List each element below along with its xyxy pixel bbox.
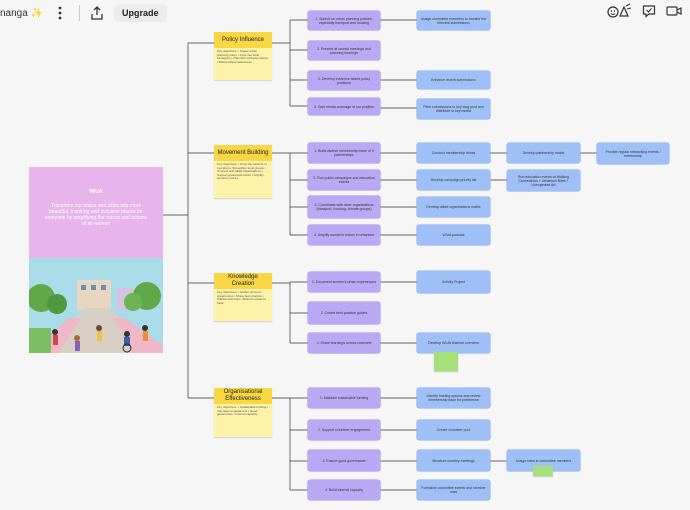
vision-description: Transform our towns and cities into more… (45, 203, 148, 227)
action-item[interactable]: 3. Share learnings across channels (308, 333, 380, 353)
action-item[interactable]: 2. Present at council meetings and plann… (308, 41, 380, 60)
pillar-title: Policy Influence (214, 32, 272, 48)
street-illustration (29, 258, 163, 353)
more-options-icon[interactable] (49, 2, 71, 24)
comment-icon[interactable] (642, 4, 656, 23)
pillar-body: Key objectives: • Grow the network of me… (217, 162, 267, 181)
task-item[interactable]: Develop allied organisations matrix (417, 197, 490, 217)
task-item[interactable]: Activity Project (417, 271, 490, 293)
pillar-title: Movement Building (214, 145, 272, 161)
pillar-body: Key objectives: • Shape urban planning p… (217, 49, 269, 64)
top-toolbar-right (600, 2, 688, 24)
top-toolbar-left: nanga ✨ Upgrade (0, 0, 167, 26)
task-item[interactable]: WiUA podcast (417, 225, 490, 245)
subtask-item[interactable]: Run education events at Walking Connecti… (507, 170, 580, 191)
vision-header: WiUA Transform our towns and cities into… (29, 167, 163, 258)
action-item[interactable]: 1. Submit on urban planning policies, es… (308, 11, 380, 30)
action-item[interactable]: 2. Run public campaigns and education ev… (308, 170, 380, 190)
green-sticky-note[interactable] (533, 466, 553, 476)
reactions-icon[interactable] (606, 3, 632, 24)
action-item[interactable]: 2. Support volunteer engagement (308, 420, 380, 440)
task-item[interactable]: Enhance recent submissions (417, 71, 490, 89)
pillar-title: Knowledge Creation (214, 273, 272, 289)
action-item[interactable]: 1. Maintain sustainable funding (308, 388, 380, 408)
video-call-icon[interactable] (666, 4, 682, 22)
task-item[interactable]: Create volunteer pool (417, 420, 490, 440)
action-item[interactable]: 4. Build internal capacity (308, 480, 380, 500)
action-item[interactable]: 4. Amplify women's voices in urbanism (308, 225, 380, 245)
task-item[interactable]: Develop campaign priority list (417, 170, 490, 190)
action-item[interactable]: 1. Document women's urban experiences (308, 272, 380, 292)
vision-title: WiUA (89, 189, 103, 195)
subtask-item[interactable]: Assign roles to committee members (507, 450, 580, 471)
action-item[interactable]: 1. Build diverse membership base of 4 pa… (308, 143, 380, 163)
pillar-organisational-effectiveness[interactable]: Organisational Effectiveness Key objecti… (214, 388, 272, 437)
action-item[interactable]: 3. Ensure good governance (308, 450, 380, 471)
task-item[interactable]: Identify funding options and review memb… (417, 388, 490, 408)
action-item[interactable]: 4. Gain media coverage of our position (308, 98, 380, 115)
task-item[interactable]: Develop WiUA channel overview (417, 333, 490, 353)
action-item[interactable]: 3. Develop evidence based policy positio… (308, 71, 380, 90)
task-item[interactable]: Conduct membership drives (417, 143, 490, 163)
subtask-item[interactable]: Develop partnership matrix (507, 143, 580, 163)
pillar-policy-influence[interactable]: Policy Influence Key objectives: • Shape… (214, 32, 272, 80)
task-item[interactable]: Assign committee members to monitor the … (417, 11, 490, 30)
vision-card[interactable]: WiUA Transform our towns and cities into… (29, 167, 163, 353)
upgrade-button[interactable]: Upgrade (114, 4, 167, 22)
toolbar-divider (79, 5, 81, 21)
task-item[interactable]: Pitch submissions to key blog post and d… (417, 99, 490, 119)
action-item[interactable]: 3. Coordinate with other organisations (… (308, 196, 380, 218)
final-task-item[interactable]: Provide regular networking events / ment… (597, 143, 669, 164)
share-upload-icon[interactable] (86, 2, 108, 24)
green-sticky-note[interactable] (434, 352, 458, 371)
pillar-movement-building[interactable]: Movement Building Key objectives: • Grow… (214, 145, 272, 198)
pillar-knowledge-creation[interactable]: Knowledge Creation Key objectives: • Gat… (214, 273, 272, 321)
pillar-title: Organisational Effectiveness (214, 388, 272, 404)
board-name[interactable]: nanga ✨ (0, 7, 44, 19)
task-item[interactable]: Structure monthly meetings (417, 450, 490, 471)
action-item[interactable]: 2. Create best practice guides (308, 302, 380, 324)
pillar-body: Key objectives: • Sustainable funding • … (217, 405, 269, 417)
pillar-body: Key objectives: • Gather women's experie… (217, 290, 267, 305)
task-item[interactable]: Formalise committee events and member ro… (417, 480, 490, 500)
sparkle-icon: ✨ (30, 7, 44, 19)
